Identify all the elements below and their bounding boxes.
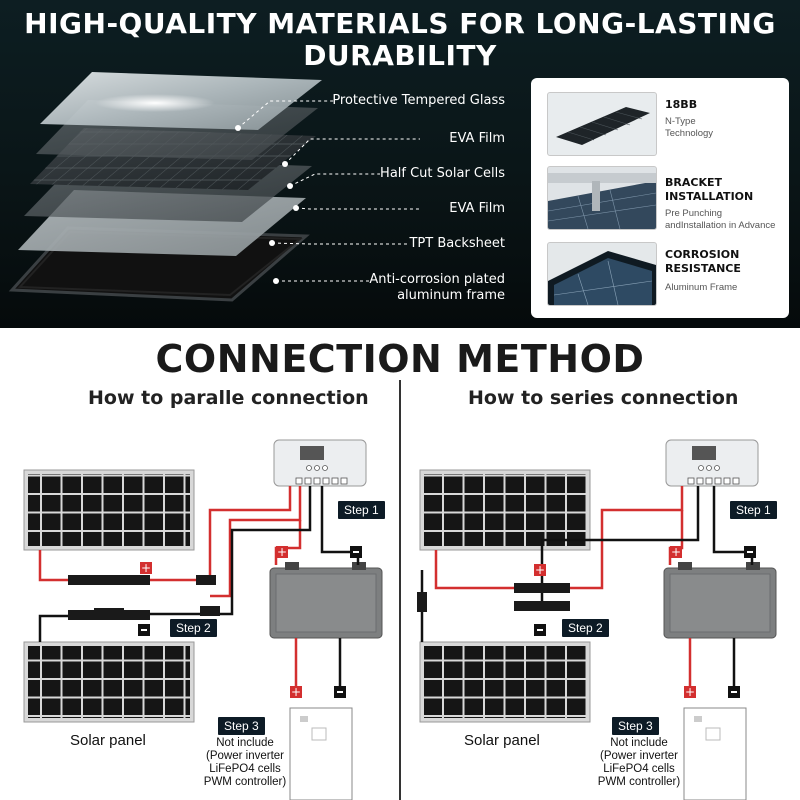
parallel-step3-badge: Step 3 [218,717,265,735]
series-panel-label: Solar panel [464,732,540,749]
exploded-layers-illustration [8,72,420,302]
features-card: 18BB N-Type Technology BRACKET INSTALLAT… [531,78,789,318]
feature-corrosion-image [547,242,657,306]
svg-text:+: + [291,685,301,699]
parallel-step1-badge: Step 1 [338,501,385,519]
feature-corrosion-sub: Aluminum Frame [665,282,738,293]
feature-bracket-title: BRACKET INSTALLATION [665,176,754,203]
feature-18bb-title: 18BB [665,98,698,111]
parallel-step2-badge: Step 2 [170,619,217,637]
layer-label-eva-film-1: EVA Film [449,131,505,146]
parallel-note: Not include (Power inverter LiFePO4 cell… [203,737,287,788]
inverter [289,707,353,800]
materials-headline: HIGH-QUALITY MATERIALS FOR LONG-LASTING … [24,7,776,72]
parallel-subtitle: How to paralle connection [88,387,369,409]
series-subtitle: How to series connection [468,387,739,409]
feature-18bb-sub: N-Type Technology [665,116,714,139]
feature-corrosion-title: CORROSION RESISTANCE [665,248,741,275]
series-step3-badge: Step 3 [612,717,659,735]
layer-label-eva-film-2: EVA Film [449,201,505,216]
svg-text:+: + [685,685,695,699]
charge-controller [665,439,759,487]
inverter [683,707,747,800]
layer-label-aluminum-frame: Anti-corrosion plated aluminum frame [369,272,505,303]
series-diagram: + + + Step 1 Step 2 Step 3 Solar panel N… [402,420,800,800]
parallel-panel-label: Solar panel [70,732,146,749]
series-step1-badge: Step 1 [730,501,777,519]
series-note: Not include (Power inverter LiFePO4 cell… [597,737,681,788]
section-divider [399,380,401,800]
svg-text:+: + [277,545,287,559]
layer-label-tempered-glass: Protective Tempered Glass [332,93,505,108]
layer-label-half-cut-cells: Half Cut Solar Cells [380,166,505,181]
feature-bracket-image [547,166,657,230]
svg-text:+: + [141,561,151,575]
charge-controller [273,439,367,487]
connection-method-title: CONNECTION METHOD [155,337,645,381]
svg-text:+: + [535,563,545,577]
svg-text:+: + [671,545,681,559]
layer-label-tpt-backsheet: TPT Backsheet [409,236,505,251]
series-step2-badge: Step 2 [562,619,609,637]
feature-bracket-sub: Pre Punching andInstallation in Advance [665,208,776,231]
feature-18bb-image [547,92,657,156]
parallel-diagram: + + + Step 1 Step 2 Step 3 Solar panel N… [0,420,398,800]
materials-section: HIGH-QUALITY MATERIALS FOR LONG-LASTING … [0,0,800,328]
